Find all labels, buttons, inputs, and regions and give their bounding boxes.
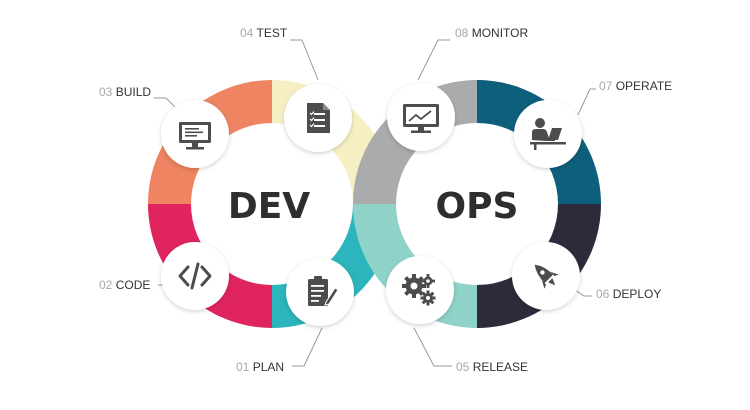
connector-release: [413, 327, 452, 367]
step-label-test: 04 TEST: [240, 26, 288, 40]
step-label-build: 03 BUILD: [99, 85, 151, 99]
rocket-icon: [534, 264, 559, 289]
step-labels: 04 TEST 03 BUILD 02 CODE 01 PLAN 08 MONI…: [99, 26, 672, 374]
step-label-monitor: 08 MONITOR: [455, 26, 528, 40]
step-label-code: 02 CODE: [99, 278, 150, 292]
computer-monitor-icon: [179, 122, 211, 150]
gears-icon: [402, 274, 436, 306]
ops-title: OPS: [436, 186, 519, 227]
ops-center: [397, 124, 557, 284]
chart-monitor-icon: [403, 104, 439, 133]
connector-test: [290, 39, 319, 81]
step-label-release: 05 RELEASE: [456, 360, 528, 374]
code-brackets-icon: [178, 262, 212, 290]
icon-circle-operate: [514, 100, 582, 168]
clipboard-pencil-icon: [308, 276, 339, 306]
connector-monitor: [417, 39, 450, 81]
step-label-deploy: 06 DEPLOY: [596, 287, 661, 301]
dev-center: [192, 124, 352, 284]
checklist-document-icon: [307, 103, 330, 133]
person-laptop-icon: [530, 118, 566, 150]
connector-operate: [577, 88, 596, 116]
step-label-plan: 01 PLAN: [236, 360, 284, 374]
step-label-operate: 07 OPERATE: [599, 79, 672, 93]
dev-title: DEV: [228, 186, 310, 227]
connector-plan: [292, 327, 323, 367]
